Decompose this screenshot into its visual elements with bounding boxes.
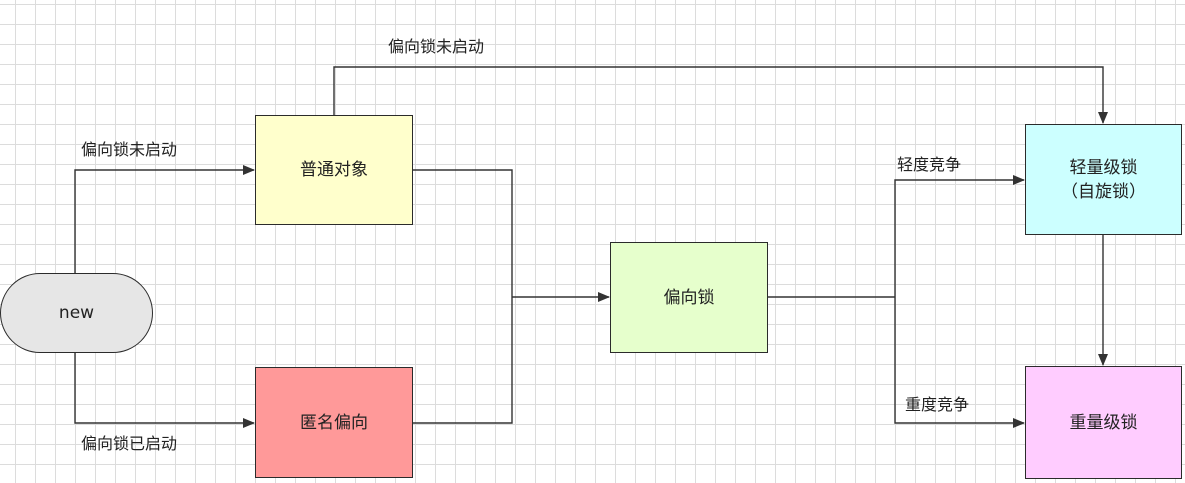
edge-label-new-to-normal: 偏向锁未启动 [81, 140, 178, 159]
node-anonymous-biased: 匿名偏向 [255, 367, 413, 478]
node-biased-lock: 偏向锁 [610, 242, 768, 353]
edge-new-to-normal [74, 165, 255, 273]
node-new: new [0, 273, 153, 353]
node-heavyweight-lock-label: 重量级锁 [1069, 412, 1138, 433]
edge-label-light-contention: 轻度竞争 [897, 155, 962, 174]
node-lightweight-lock: 轻量级锁 （自旋锁） [1025, 124, 1182, 235]
node-new-label: new [58, 303, 95, 323]
node-normal-object: 普通对象 [255, 115, 413, 225]
node-biased-lock-label: 偏向锁 [663, 287, 715, 308]
edge-label-new-to-anonymous: 偏向锁已启动 [81, 434, 178, 453]
edge-new-to-anonymous [74, 352, 255, 428]
node-lightweight-lock-label: 轻量级锁 （自旋锁） [1061, 157, 1146, 202]
node-anonymous-biased-label: 匿名偏向 [300, 412, 368, 433]
node-normal-object-label: 普通对象 [300, 160, 368, 180]
edge-anonymous-to-merge [412, 297, 513, 424]
edge-split-to-heavyweight [894, 297, 1025, 428]
edge-split-to-lightweight [894, 175, 1025, 297]
edge-normal-to-lightweight [333, 66, 1108, 124]
edge-normal-to-merge [412, 169, 513, 297]
edge-label-heavy-contention: 重度竞争 [905, 395, 970, 414]
node-heavyweight-lock: 重量级锁 [1025, 366, 1182, 479]
edge-label-normal-to-lightweight: 偏向锁未启动 [388, 37, 485, 56]
